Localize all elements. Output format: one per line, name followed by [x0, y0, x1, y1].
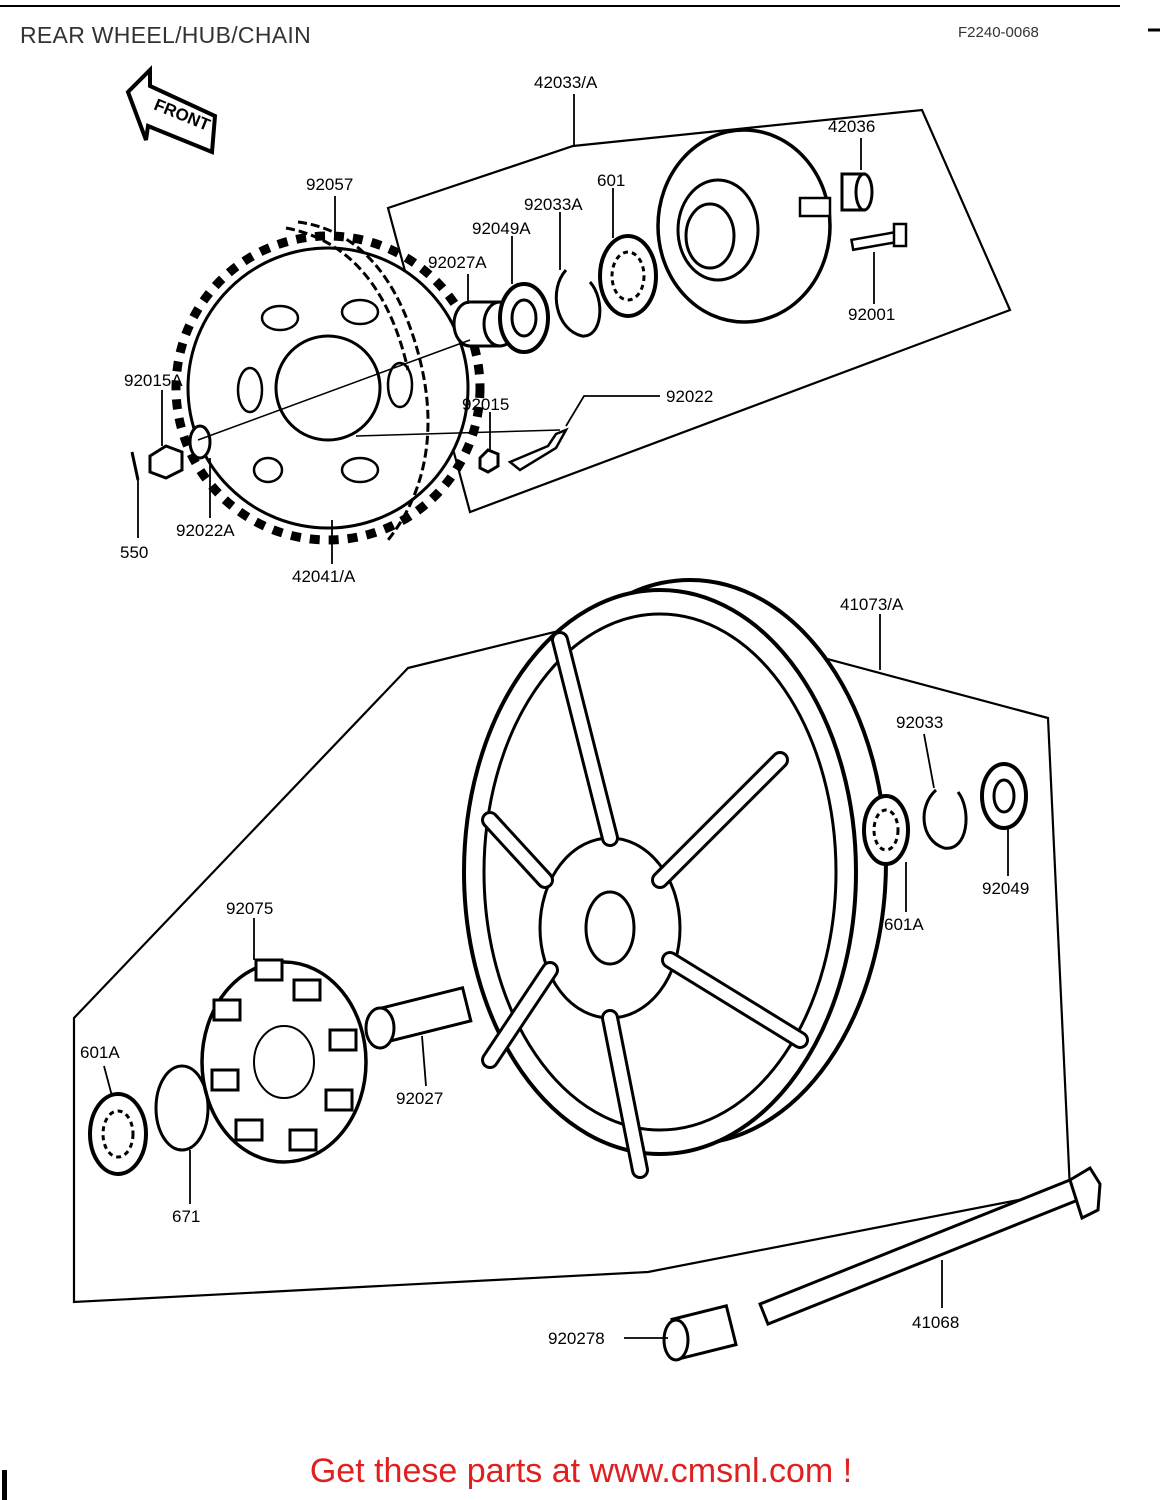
figure-code: F2240-0068	[958, 24, 1039, 41]
label-92022: 92022	[666, 387, 713, 406]
washer-92022A-part	[188, 424, 212, 460]
label-92075: 92075	[226, 899, 273, 918]
circlip-92033A-part	[554, 268, 602, 338]
nut-92015-part	[478, 448, 500, 474]
rear-sprocket-part	[171, 231, 485, 545]
label-92015: 92015	[462, 395, 509, 414]
label-92022A: 92022A	[176, 521, 235, 540]
label-92049A: 92049A	[472, 219, 531, 238]
bearing-601-part	[598, 234, 658, 318]
label-92033: 92033	[896, 713, 943, 732]
bearing-601A-left-part	[88, 1092, 148, 1176]
label-42036: 42036	[828, 117, 875, 136]
label-92027: 92027	[396, 1089, 443, 1108]
bolt-92001-part	[850, 222, 908, 252]
lock-plate-92022-part	[507, 427, 569, 472]
spacer-92027-part	[364, 986, 473, 1050]
label-92033A: 92033A	[524, 195, 583, 214]
label-92027A: 92027A	[428, 253, 487, 272]
spacer-92027A-part	[452, 300, 518, 348]
label-92015A: 92015A	[124, 371, 183, 390]
label-42033A: 42033/A	[534, 73, 598, 92]
label-92001: 92001	[848, 305, 895, 324]
hub-nut-42036-part	[840, 172, 874, 212]
cotter-pin-550-part	[130, 451, 140, 481]
label-920278: 920278	[548, 1329, 605, 1348]
label-601A-right: 601A	[884, 915, 924, 934]
label-550: 550	[120, 543, 148, 562]
diagram-title: REAR WHEEL/HUB/CHAIN	[20, 22, 311, 48]
oil-seal-92049A-part	[498, 282, 550, 354]
label-92057: 92057	[306, 175, 353, 194]
leader-lines	[103, 94, 1009, 1339]
label-601A-left: 601A	[80, 1043, 120, 1062]
label-92049: 92049	[982, 879, 1029, 898]
oil-seal-92049-part	[980, 762, 1028, 830]
cast-wheel-part	[462, 578, 888, 1179]
wheel-damper-92075-part	[200, 958, 368, 1164]
label-42041A: 42041/A	[292, 567, 356, 586]
front-arrow-icon: FRONT	[125, 65, 218, 155]
label-601: 601	[597, 171, 625, 190]
o-ring-671-part	[154, 1064, 210, 1152]
circlip-92033-part	[922, 788, 968, 850]
label-41073A: 41073/A	[840, 595, 904, 614]
nut-92015A-part	[148, 444, 184, 480]
label-671: 671	[172, 1207, 200, 1226]
label-41068: 41068	[912, 1313, 959, 1332]
sprocket-hub-flange-part	[656, 128, 832, 324]
collar-920278-part	[662, 1304, 738, 1362]
parts-store-link[interactable]: Get these parts at www.cmsnl.com !	[309, 1452, 853, 1490]
bearing-601A-right-part	[862, 794, 910, 866]
drive-chain-part	[285, 220, 430, 541]
axle-41068-part	[758, 1165, 1102, 1326]
